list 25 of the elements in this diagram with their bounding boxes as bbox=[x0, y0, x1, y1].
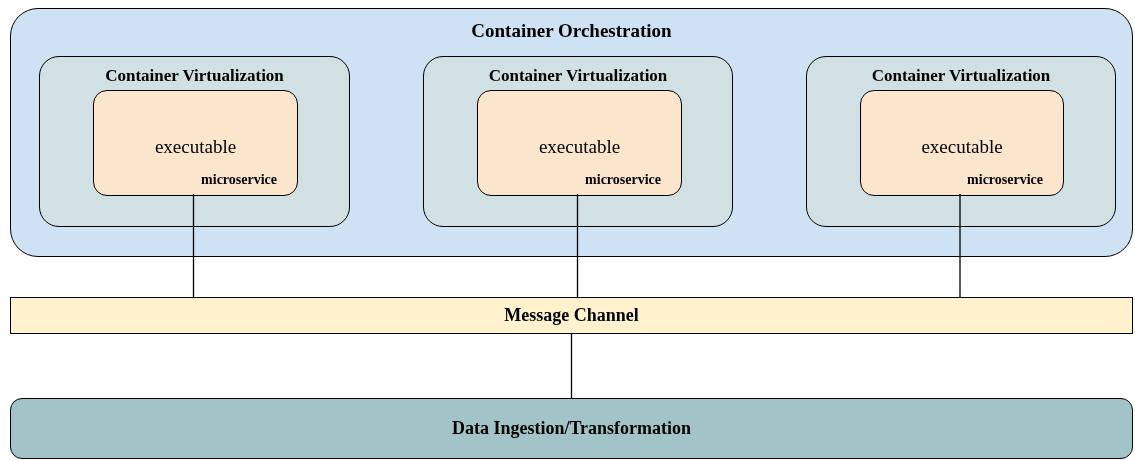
node-title: Container Orchestration bbox=[470, 19, 673, 43]
data-ingestion-box bbox=[10, 398, 1133, 459]
node-label: Data Ingestion/Transformation bbox=[451, 417, 692, 440]
connector-line bbox=[959, 193, 961, 298]
node-label: executable bbox=[537, 135, 622, 159]
node-sublabel: microservice bbox=[967, 171, 1043, 189]
node-label: executable bbox=[153, 135, 238, 159]
connector-line bbox=[192, 193, 195, 298]
microservice-box bbox=[93, 90, 298, 196]
message-channel-bar bbox=[10, 297, 1133, 334]
connector-line bbox=[576, 193, 579, 298]
node-label: executable bbox=[920, 135, 1004, 159]
microservice-box bbox=[477, 90, 682, 196]
node-title: Container Virtualization bbox=[870, 65, 1052, 87]
node-sublabel: microservice bbox=[585, 171, 661, 189]
virtualization-container bbox=[39, 56, 350, 227]
connector-line bbox=[570, 333, 573, 399]
virtualization-container bbox=[806, 56, 1116, 227]
node-title: Container Virtualization bbox=[104, 65, 285, 87]
microservice-box bbox=[860, 90, 1064, 196]
node-title: Container Virtualization bbox=[487, 65, 669, 87]
orchestration-container bbox=[10, 8, 1133, 257]
node-sublabel: microservice bbox=[201, 171, 277, 189]
node-label: Message Channel bbox=[504, 304, 639, 327]
virtualization-container bbox=[423, 56, 733, 227]
